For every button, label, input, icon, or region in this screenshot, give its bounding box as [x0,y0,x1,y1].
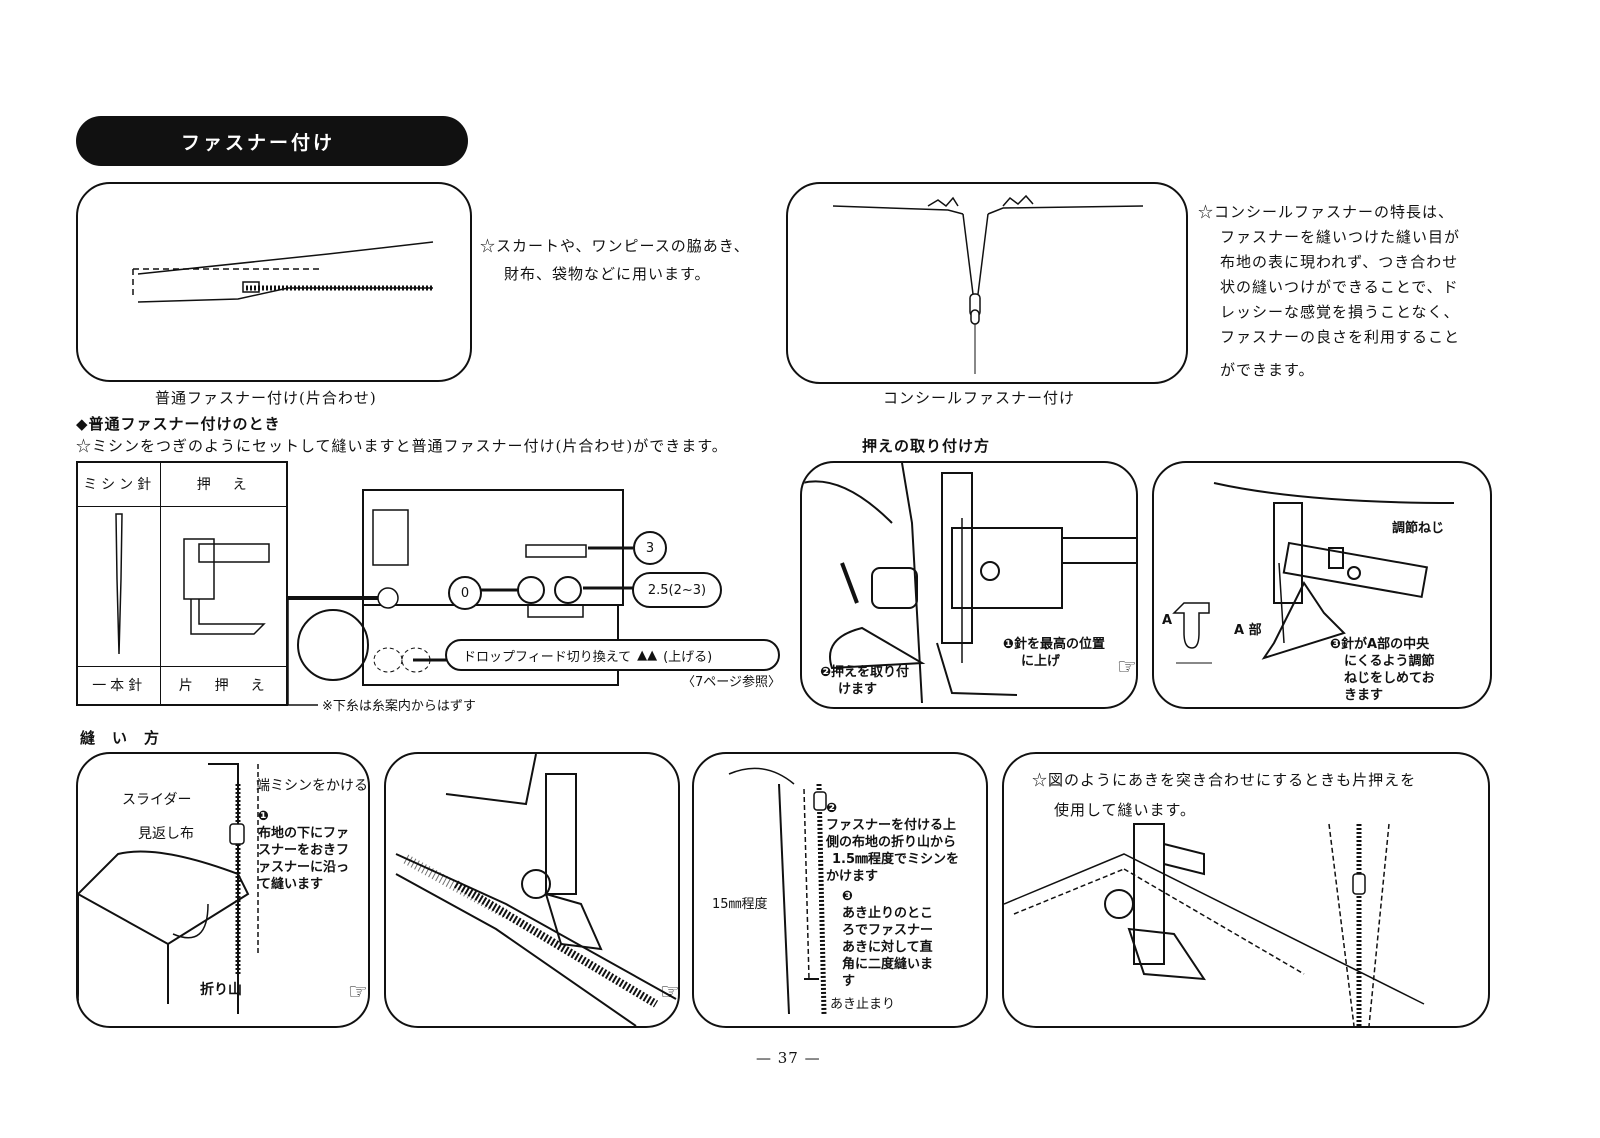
concealed-description: ☆コンシールファスナーの特長は、 ファスナーを縫いつけた縫い目が 布地の表に現わ… [1198,200,1460,383]
regular-section-heading: ◆普通ファスナー付けのとき [76,415,281,433]
opening-end-label: あき止まり [830,997,896,1012]
attach-step1-line: に上げ [1021,654,1061,669]
sewing-step2-line: ❷ [826,801,838,816]
concealed-desc-line: 布地の表に現われず、つき合わせ [1220,253,1459,271]
regular-description-line1: ☆スカートや、ワンピースの脇あき、 [480,237,750,255]
sewing-step2-line: 側の布地の折り山から [826,835,957,850]
sewing-step3-line: あき止りのとこ [842,906,934,921]
attach-step3-line: ねじをしめてお [1344,671,1435,686]
slider-label: スライダー [122,792,192,808]
sewing-note-line2: 使用して縫います。 [1054,801,1197,819]
sewing-step2-illustration [384,752,680,1028]
pointing-hand-icon: ☞ [1117,655,1137,680]
foot-header: 押 え [160,461,288,507]
foot-value: 片 押 え [160,665,288,706]
attach-step3-line: ❸針がA部の中央 [1330,637,1430,652]
adjust-screw-label: 調節ねじ [1392,521,1445,536]
stitch-length-dial: 2.5(2~3) [632,572,722,608]
sewing-step1-callout: ❶ 布地の下にファ スナーをおきフ ァスナーに沿っ て縫います [258,808,349,893]
attach-step2-callout: ❷押えを取り付 けます [820,664,909,698]
bobbin-thread-note: ※下糸は糸案内からはずす [322,699,476,714]
sewing-step2-callout: ❷ ファスナーを付ける上 側の布地の折り山から 1.5㎜程度でミシンを かけます [826,800,959,885]
sewing-step1-line: ❶ [258,809,270,824]
fold-label: 折り山 [200,982,242,998]
feed-dog-icon: ▲▲ [637,647,658,663]
concealed-desc-line: 状の縫いつけができることで、ド [1220,278,1459,296]
attach-step1-callout: ❶針を最高の位置 に上げ [1003,636,1105,670]
label-a-part: A 部 [1234,623,1262,638]
attach-step1-line: ❶針を最高の位置 [1003,637,1106,652]
foot-illustration [160,505,288,667]
pointing-hand-icon: ☞ [348,980,368,1005]
attach-foot-heading: 押えの取り付け方 [862,437,991,455]
sewing-step1-line: 布地の下にファ [258,826,350,841]
concealed-desc-line: レッシーな感覚を損うことなく、 [1220,303,1460,321]
needle-value: 一本針 [76,665,162,706]
concealed-desc-line: ファスナーを縫いつけた縫い目が [1220,228,1461,246]
drop-feed-state: (上げる) [663,649,713,665]
sewing-heading: 縫 い 方 [80,729,161,747]
settings-table: ミシン針 押 え 一本針 片 押 え [76,461,288,706]
attach-step3-line: にくるよう調節 [1344,654,1435,669]
sewing-step1-line: ァスナーに沿っ [258,860,350,875]
attach-step2-line: けます [838,682,878,697]
sewing-step3-callout: ❸ あき止りのとこ ろでファスナー あきに対して直 角に二度縫いま す [842,888,933,990]
regular-description-line2: 財布、袋物などに用います。 [504,265,711,283]
stitch-width-dial: 3 [633,531,667,565]
sewing-step3-line: あきに対して直 [842,940,933,955]
pointing-hand-icon: ☞ [660,980,680,1005]
sewing-step2-line: ファスナーを付ける上 [826,818,957,833]
sewing-step1-line: スナーをおきフ [258,843,350,858]
pattern-dial: 0 [448,576,482,610]
zipper-foot-icon [182,538,270,635]
regular-instruction: ☆ミシンをつぎのようにセットして縫いますと普通ファスナー付け(片合わせ)ができま… [76,437,728,455]
needle-illustration [76,505,162,667]
sewing-note-line1: ☆図のようにあきを突き合わせにするときも片押えを [1032,771,1417,789]
regular-zipper-illustration [76,182,472,382]
sewing-step3-line: す [842,974,856,989]
approx-margin-label: 15㎜程度 [712,897,768,912]
label-a: A [1162,613,1173,628]
attach-step3-line: きます [1344,688,1384,703]
attach-step3-callout: ❸針がA部の中央 にくるよう調節 ねじをしめてお きます [1330,636,1435,704]
sewing-step3-line: ろでファスナー [842,923,934,938]
sewing-step2-line: 1.5㎜程度でミシンを [832,852,960,867]
concealed-desc-line: ☆コンシールファスナーの特長は、 [1198,203,1455,221]
sewing-step1-illustration [76,752,370,1028]
attach-foot-step1-illustration [800,461,1138,709]
page-reference: 〈7ページ参照〉 [682,675,782,690]
attach-step2-line: ❷押えを取り付 [820,665,910,680]
needle-header: ミシン針 [76,461,162,507]
sewing-step4-illustration [1002,752,1490,1028]
drop-feed-text: ドロップフィード切り換えて [463,649,632,665]
facing-label: 見返し布 [138,826,194,842]
regular-zipper-caption: 普通ファスナー付け(片合わせ) [155,389,377,407]
sewing-step3-line: ❸ [842,889,854,904]
drop-feed-label: ドロップフィード切り換えて ▲▲ (上げる) [445,639,780,671]
concealed-zipper-illustration [786,182,1188,384]
attach-foot-step2-illustration [1152,461,1492,709]
concealed-zipper-caption: コンシールファスナー付け [883,389,1076,407]
sewing-step3-line: 角に二度縫いま [842,957,934,972]
sewing-step1-line: て縫います [258,877,324,892]
needle-icon [115,513,123,655]
page-number: — 37 — [756,1049,821,1067]
concealed-desc-line: ファスナーの良さを利用すること [1220,328,1461,346]
edge-stitch-label: 端ミシンをかける [256,778,368,794]
sewing-step3-illustration [692,752,988,1028]
concealed-desc-line: ができます。 [1220,361,1315,379]
sewing-machine-illustration [288,489,633,706]
sewing-step2-line: かけます [826,869,879,884]
section-title: ファスナー付け [76,116,468,166]
